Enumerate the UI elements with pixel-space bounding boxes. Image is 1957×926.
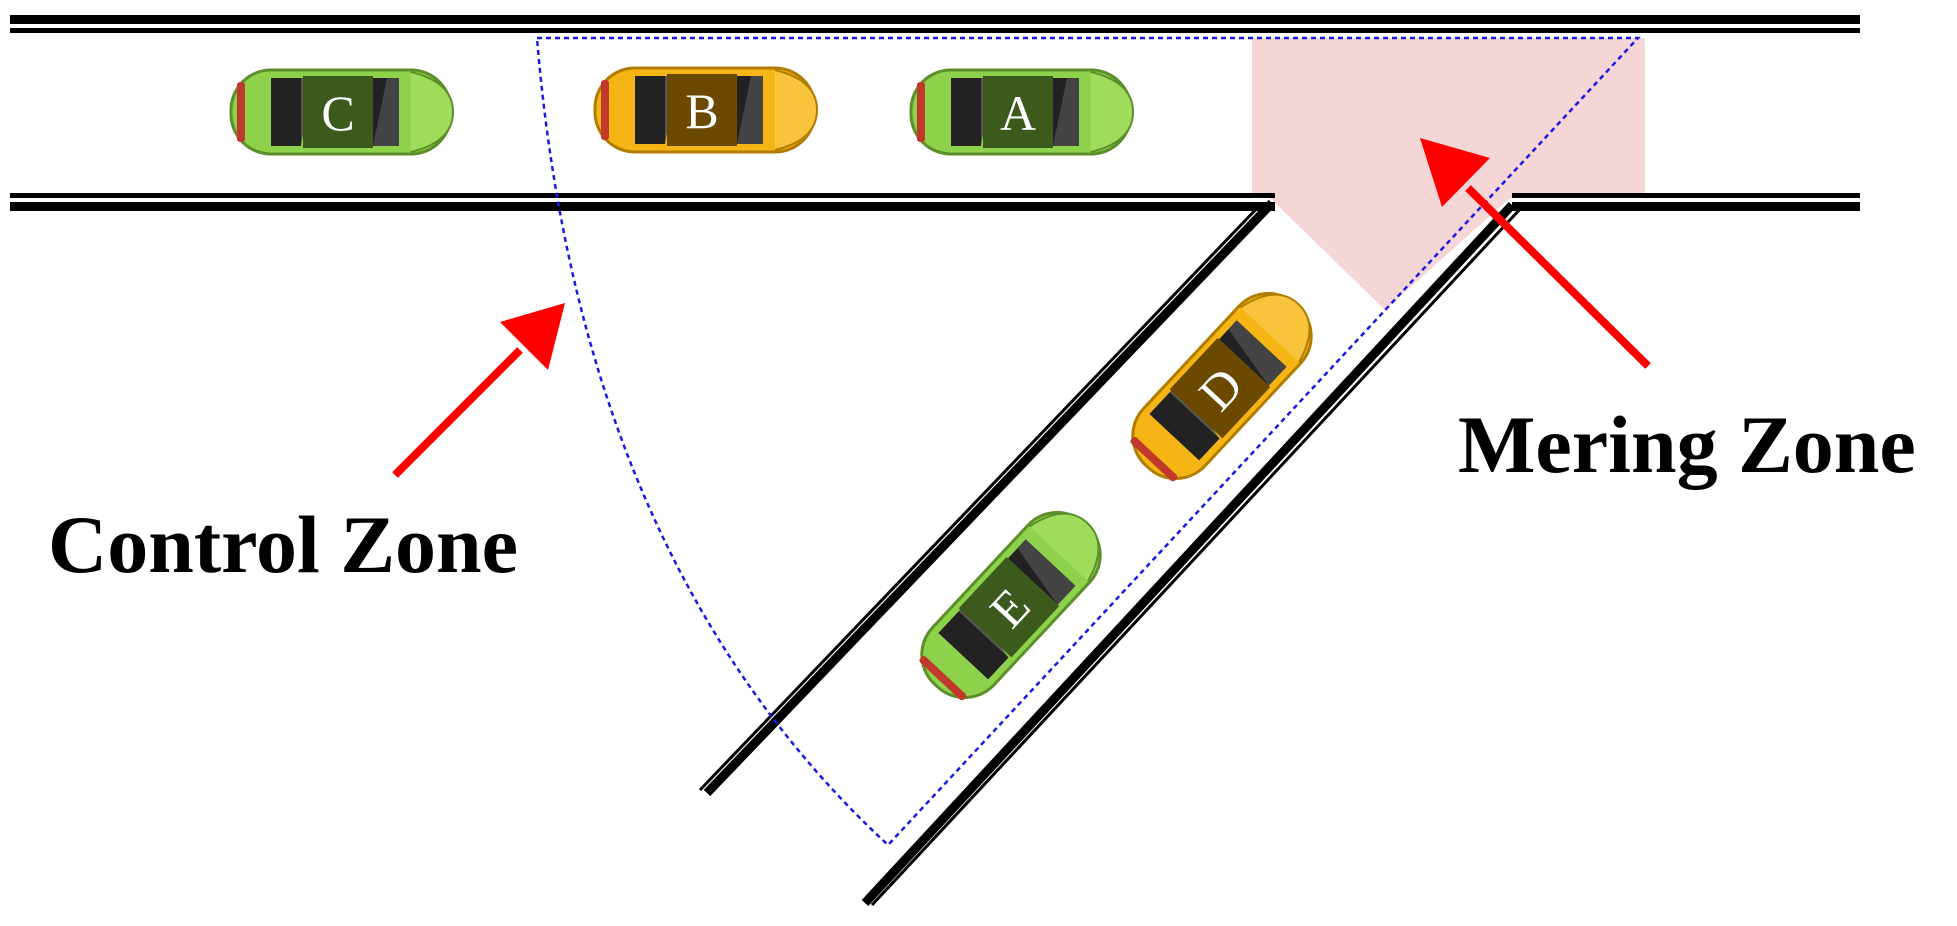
control-zone-arrow — [392, 303, 565, 478]
control-zone-boundary — [535, 36, 1641, 847]
vehicle-c: C — [229, 68, 455, 156]
vehicle-d: D — [1114, 273, 1331, 497]
vehicle-b-label: B — [685, 83, 718, 139]
merging-zone-label: Mering Zone — [1458, 399, 1916, 490]
vehicle-e: E — [903, 492, 1120, 716]
vehicle-c-label: C — [321, 85, 354, 141]
main-road-bottom-edge-right — [1512, 193, 1860, 211]
vehicle-a: A — [909, 68, 1135, 156]
control-zone-label: Control Zone — [48, 499, 518, 590]
vehicle-b: B — [593, 66, 819, 154]
merging-zone-arrow — [1420, 138, 1651, 369]
ramp-left-edge — [698, 199, 1276, 797]
vehicle-a-label: A — [1000, 85, 1036, 141]
main-road-top-edge — [10, 15, 1860, 33]
ramp-right-edge — [861, 201, 1524, 907]
main-road-bottom-edge-left — [10, 193, 1275, 211]
